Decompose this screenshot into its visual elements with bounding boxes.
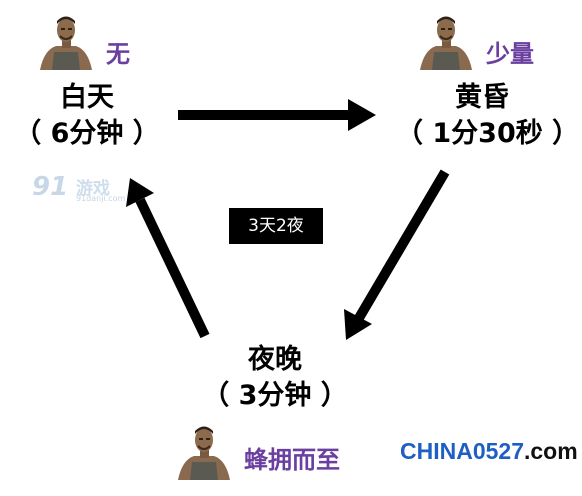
stage-day-duration: （ 6分钟 ）	[14, 118, 160, 149]
stage-night-duration: （ 3分钟 ）	[202, 380, 348, 411]
watermark-91danji-logo: 91 游戏 91danji.com	[32, 172, 132, 208]
stage-day: 白天 （ 6分钟 ）	[12, 80, 162, 152]
muscular-man-portrait-icon	[418, 12, 474, 70]
stage-night-name: 夜晚	[248, 344, 302, 375]
zombie-level-night: 蜂拥而至	[244, 446, 340, 474]
arrow-day-to-dusk	[178, 99, 376, 131]
stage-dusk-duration: （ 1分30秒 ）	[396, 118, 580, 149]
watermark-91-url: 91danji.com	[76, 194, 126, 203]
stage-dusk-name: 黄昏	[455, 82, 509, 113]
watermark-91-number: 91	[32, 172, 69, 202]
muscular-man-portrait-icon	[38, 12, 94, 70]
watermark-91-text: 游戏	[76, 179, 110, 199]
zombie-level-dusk: 少量	[486, 40, 534, 68]
watermark-china0527-main: CHINA0527	[400, 438, 524, 464]
zombie-level-day: 无	[106, 40, 130, 68]
cycle-length-label: 3天2夜	[229, 208, 323, 244]
arrow-night-to-day	[126, 178, 210, 339]
stage-night: 夜晚 （ 3分钟 ）	[200, 342, 350, 414]
watermark-china0527: CHINA0527.com	[400, 438, 578, 465]
muscular-man-portrait-icon	[176, 422, 232, 480]
watermark-china0527-suffix: .com	[524, 438, 578, 464]
arrow-dusk-to-night	[344, 169, 450, 340]
stage-dusk: 黄昏 （ 1分30秒 ）	[396, 80, 580, 152]
stage-day-name: 白天	[60, 82, 114, 113]
